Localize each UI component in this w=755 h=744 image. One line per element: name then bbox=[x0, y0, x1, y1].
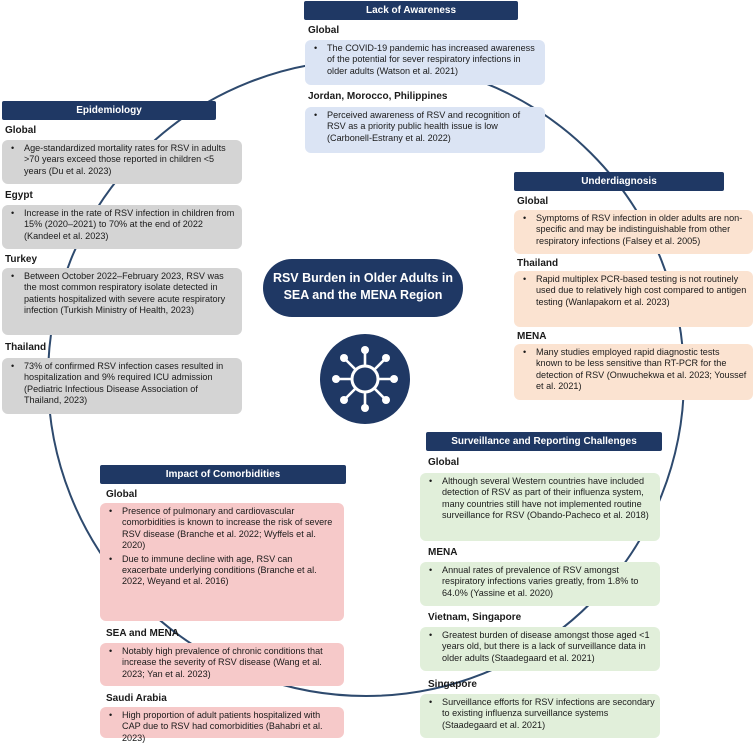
surveillance-global-label: Global bbox=[428, 457, 460, 468]
surveillance-vs-box: Greatest burden of disease amongst those… bbox=[420, 627, 660, 671]
lack-of-awareness-global-text: The COVID-19 pandemic has increased awar… bbox=[314, 43, 540, 77]
surveillance-mena-box: Annual rates of prevalence of RSV amongs… bbox=[420, 562, 660, 606]
comorbidities-sea-label: SEA and MENA bbox=[106, 628, 179, 639]
epidemiology-header: Epidemiology bbox=[2, 101, 216, 120]
comorbidities-global-box: Presence of pulmonary and cardiovascular… bbox=[100, 503, 344, 621]
comorbidities-saudi-box: High proportion of adult patients hospit… bbox=[100, 707, 344, 743]
underdiagnosis-header: Underdiagnosis bbox=[514, 172, 724, 191]
surveillance-vs-label: Vietnam, Singapore bbox=[428, 612, 522, 623]
epidemiology-thailand-label: Thailand bbox=[5, 342, 47, 353]
comorbidities-global-label: Global bbox=[106, 489, 138, 500]
comorbidities-sea-box: Notably high prevalence of chronic condi… bbox=[100, 643, 344, 686]
underdiagnosis-mena-label: MENA bbox=[517, 331, 547, 342]
lack-of-awareness-jmp-label: Jordan, Morocco, Philippines bbox=[308, 91, 448, 102]
surveillance-sg-label: Singapore bbox=[428, 679, 477, 690]
underdiagnosis-thailand-label: Thailand bbox=[517, 258, 559, 269]
underdiagnosis-mena-box: Many studies employed rapid diagnostic t… bbox=[514, 344, 753, 400]
lack-of-awareness-jmp-text: Perceived awareness of RSV and recogniti… bbox=[314, 110, 540, 144]
surveillance-header: Surveillance and Reporting Challenges bbox=[426, 432, 662, 451]
epidemiology-egypt-label: Egypt bbox=[5, 190, 33, 201]
center-title: RSV Burden in Older Adults in SEA and th… bbox=[263, 259, 463, 317]
comorbidities-saudi-label: Saudi Arabia bbox=[106, 693, 167, 704]
surveillance-mena-text: Annual rates of prevalence of RSV amongs… bbox=[429, 565, 655, 599]
surveillance-mena-label: MENA bbox=[428, 547, 458, 558]
epidemiology-global-text: Age-standardized mortality rates for RSV… bbox=[11, 143, 237, 177]
epidemiology-egypt-box: Increase in the rate of RSV infection in… bbox=[2, 205, 242, 249]
epidemiology-turkey-text: Between October 2022–February 2023, RSV … bbox=[11, 271, 237, 317]
lack-of-awareness-jmp-box: Perceived awareness of RSV and recogniti… bbox=[305, 107, 545, 153]
comorbidities-global-text-1: Presence of pulmonary and cardiovascular… bbox=[109, 506, 339, 552]
virus-icon bbox=[320, 334, 410, 424]
comorbidities-global-text-2: Due to immune decline with age, RSV can … bbox=[109, 554, 339, 588]
underdiagnosis-thailand-text: Rapid multiplex PCR-based testing is not… bbox=[523, 274, 748, 308]
epidemiology-turkey-box: Between October 2022–February 2023, RSV … bbox=[2, 268, 242, 335]
underdiagnosis-global-label: Global bbox=[517, 196, 549, 207]
lack-of-awareness-global-label: Global bbox=[308, 25, 340, 36]
surveillance-global-text: Although several Western countries have … bbox=[429, 476, 655, 522]
epidemiology-turkey-label: Turkey bbox=[5, 254, 38, 265]
epidemiology-thailand-box: 73% of confirmed RSV infection cases res… bbox=[2, 358, 242, 414]
epidemiology-egypt-text: Increase in the rate of RSV infection in… bbox=[11, 208, 237, 242]
underdiagnosis-global-text: Symptoms of RSV infection in older adult… bbox=[523, 213, 748, 247]
surveillance-sg-text: Surveillance efforts for RSV infections … bbox=[429, 697, 655, 731]
epidemiology-global-box: Age-standardized mortality rates for RSV… bbox=[2, 140, 242, 184]
surveillance-vs-text: Greatest burden of disease amongst those… bbox=[429, 630, 655, 664]
underdiagnosis-global-box: Symptoms of RSV infection in older adult… bbox=[514, 210, 753, 254]
epidemiology-thailand-text: 73% of confirmed RSV infection cases res… bbox=[11, 361, 237, 407]
surveillance-global-box: Although several Western countries have … bbox=[420, 473, 660, 541]
lack-of-awareness-global-box: The COVID-19 pandemic has increased awar… bbox=[305, 40, 545, 85]
underdiagnosis-mena-text: Many studies employed rapid diagnostic t… bbox=[523, 347, 748, 393]
surveillance-sg-box: Surveillance efforts for RSV infections … bbox=[420, 694, 660, 738]
epidemiology-global-label: Global bbox=[5, 125, 37, 136]
comorbidities-sea-text: Notably high prevalence of chronic condi… bbox=[109, 646, 339, 680]
underdiagnosis-thailand-box: Rapid multiplex PCR-based testing is not… bbox=[514, 271, 753, 327]
lack-of-awareness-header: Lack of Awareness bbox=[304, 1, 518, 20]
comorbidities-saudi-text: High proportion of adult patients hospit… bbox=[109, 710, 339, 744]
comorbidities-header: Impact of Comorbidities bbox=[100, 465, 346, 484]
